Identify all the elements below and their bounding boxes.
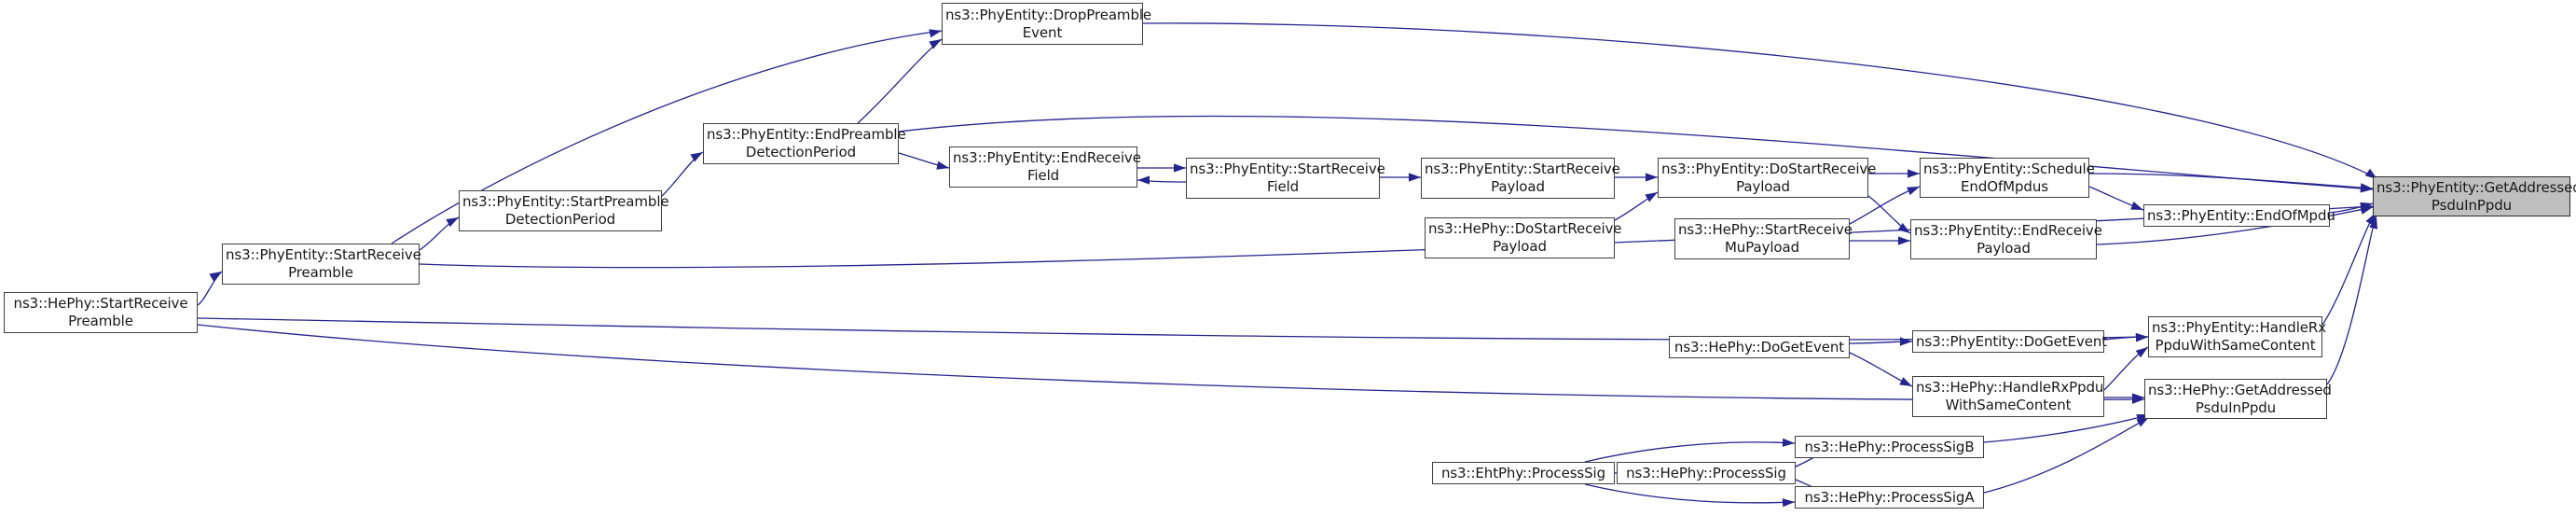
graph-node-label: ns3::PhyEntity::StartReceive Preamble — [226, 246, 421, 281]
graph-node-phyentity-do-start-receive-payload[interactable]: ns3::PhyEntity::DoStartReceive Payload — [1658, 158, 1877, 198]
graph-node-label: ns3::HePhy::ProcessSigA — [1804, 488, 1975, 506]
graph-node-label: ns3::EhtPhy::ProcessSig — [1440, 464, 1606, 481]
graph-node-ehtphy-process-sig[interactable]: ns3::EhtPhy::ProcessSig — [1432, 462, 1615, 484]
graph-node-label: ns3::PhyEntity::StartReceive Payload — [1425, 160, 1620, 195]
edge-arrowhead — [1782, 498, 1795, 508]
edge-arrowhead — [2131, 395, 2144, 404]
edge-arrowhead — [936, 160, 949, 170]
call-edge — [419, 216, 460, 251]
call-edge — [2329, 202, 2374, 214]
graph-node-label: ns3::HePhy::DoGetEvent — [1674, 338, 1845, 356]
graph-node-phyentity-end-receive-field[interactable]: ns3::PhyEntity::EndReceive Field — [949, 146, 1141, 188]
call-edge — [1614, 191, 1659, 221]
call-edge — [1584, 441, 1796, 463]
call-edge — [898, 152, 950, 169]
call-edge — [1142, 22, 2374, 177]
graph-node-label: ns3::HePhy::StartReceive Preamble — [13, 295, 188, 329]
graph-node-label: ns3::HePhy::ProcessSig — [1626, 464, 1786, 481]
graph-node-label: ns3::PhyEntity::EndReceive Payload — [1914, 221, 2102, 257]
graph-node-hephy-do-get-event[interactable]: ns3::HePhy::DoGetEvent — [1669, 336, 1850, 358]
call-edge — [1849, 352, 1913, 387]
edge-arrowhead — [2135, 332, 2148, 342]
graph-node-phyentity-start-receive-payload[interactable]: ns3::PhyEntity::StartReceive Payload — [1421, 158, 1620, 199]
graph-node-phyentity-do-get-event[interactable]: ns3::PhyEntity::DoGetEvent — [1912, 330, 2108, 353]
edge-arrowhead — [2360, 183, 2373, 192]
edge-arrowhead — [1898, 236, 1910, 245]
graph-node-label: ns3::PhyEntity::EndOfMpdu — [2147, 206, 2335, 224]
graph-node-hephy-get-addressed-psdu-in-ppdu[interactable]: ns3::HePhy::GetAddressed PsduInPpdu — [2144, 379, 2332, 419]
graph-node-label: ns3::PhyEntity::GetAddressed PsduInPpdu — [2376, 178, 2576, 214]
graph-node-phyentity-end-receive-payload[interactable]: ns3::PhyEntity::EndReceive Payload — [1910, 219, 2102, 259]
edge-arrowhead — [1782, 438, 1795, 447]
call-edge — [1136, 179, 1187, 183]
call-edge — [197, 317, 2149, 341]
graph-node-label: ns3::HePhy::HandleRxPpdu WithSameContent — [1916, 379, 2104, 413]
edge-arrowhead — [2360, 205, 2373, 215]
call-edge — [857, 38, 943, 124]
graph-node-label: ns3::PhyEntity::DoStartReceive Payload — [1661, 160, 1877, 195]
call-edge — [2103, 346, 2149, 391]
edge-arrowhead — [2360, 202, 2373, 212]
graph-node-phyentity-schedule-end-of-mpdus[interactable]: ns3::PhyEntity::Schedule EndOfMpdus — [1920, 158, 2095, 198]
call-edge — [2088, 186, 2144, 211]
graph-node-phyentity-start-receive-preamble[interactable]: ns3::PhyEntity::StartReceive Preamble — [222, 244, 421, 285]
edge-arrowhead — [2132, 393, 2144, 402]
edge-arrowhead — [1137, 175, 1150, 185]
graph-node-label: ns3::PhyEntity::StartReceive Field — [1190, 160, 1385, 195]
graph-node-label: ns3::PhyEntity::DropPreamble Event — [945, 6, 1152, 41]
call-edge — [1584, 483, 1796, 504]
call-edge — [2321, 216, 2374, 326]
edge-arrowhead — [2369, 216, 2378, 230]
edge-arrowhead — [2360, 184, 2373, 193]
call-edge — [2103, 336, 2149, 341]
edge-arrowhead — [929, 29, 942, 38]
edge-arrowhead — [1646, 173, 1658, 182]
edge-arrowhead — [2135, 333, 2148, 342]
graph-node-phyentity-start-preamble-detection-period[interactable]: ns3::PhyEntity::StartPreamble DetectionP… — [459, 190, 669, 231]
edge-arrowhead — [2360, 202, 2373, 211]
call-edge — [1849, 341, 1913, 344]
graph-node-phyentity-start-receive-field[interactable]: ns3::PhyEntity::StartReceive Field — [1186, 158, 1385, 199]
call-edge — [1983, 419, 2145, 494]
graph-node-label: ns3::PhyEntity::HandleRx PpduWithSameCon… — [2152, 319, 2327, 354]
graph-node-phyentity-handle-rx-ppdu-with-same-content[interactable]: ns3::PhyEntity::HandleRx PpduWithSameCon… — [2148, 316, 2327, 357]
graph-node-hephy-process-sig[interactable]: ns3::HePhy::ProcessSig — [1617, 462, 1796, 484]
graph-node-label: ns3::HePhy::DoStartReceive Payload — [1428, 220, 1622, 255]
graph-node-phyentity-drop-preamble-event[interactable]: ns3::PhyEntity::DropPreamble Event — [942, 3, 1152, 45]
call-edge — [197, 324, 2145, 401]
graph-node-phyentity-end-preamble-detection-period[interactable]: ns3::PhyEntity::EndPreamble DetectionPer… — [703, 123, 906, 164]
graph-node-phyentity-end-of-mpdu[interactable]: ns3::PhyEntity::EndOfMpdu — [2143, 204, 2335, 227]
graph-node-label: ns3::PhyEntity::EndReceive Field — [953, 149, 1141, 184]
call-edge — [661, 151, 704, 197]
call-edge — [1867, 195, 1911, 234]
call-edge — [2088, 173, 2374, 189]
graph-node-label: ns3::PhyEntity::Schedule EndOfMpdus — [1923, 160, 2095, 195]
graph-node-label: ns3::HePhy::StartReceive MuPayload — [1678, 221, 1853, 256]
call-edge — [197, 271, 223, 306]
graph-node-hephy-process-sig-b[interactable]: ns3::HePhy::ProcessSigB — [1795, 436, 1984, 458]
graph-node-hephy-do-start-receive-payload[interactable]: ns3::HePhy::DoStartReceive Payload — [1425, 217, 1622, 258]
graph-node-label: ns3::PhyEntity::EndPreamble DetectionPer… — [707, 126, 906, 160]
graph-node-label: ns3::HePhy::ProcessSigB — [1804, 438, 1975, 455]
edge-arrowhead — [1409, 173, 1421, 182]
call-edge — [1983, 415, 2145, 443]
edge-arrowhead — [1900, 337, 1912, 346]
graph-node-hephy-start-receive-preamble[interactable]: ns3::HePhy::StartReceive Preamble — [4, 292, 198, 333]
edge-arrowhead — [1908, 169, 1920, 178]
graph-node-phyentity-get-addressed-psdu-in-ppdu[interactable]: ns3::PhyEntity::GetAddressed PsduInPpdu — [2373, 176, 2576, 216]
edge-arrowhead — [1174, 163, 1186, 173]
graph-node-label: ns3::PhyEntity::StartPreamble DetectionP… — [462, 193, 669, 228]
call-edge — [2326, 216, 2376, 385]
graph-node-hephy-process-sig-a[interactable]: ns3::HePhy::ProcessSigA — [1795, 486, 1984, 509]
graph-node-label: ns3::HePhy::GetAddressed PsduInPpdu — [2148, 381, 2332, 416]
graph-node-hephy-start-receive-mu-payload[interactable]: ns3::HePhy::StartReceive MuPayload — [1674, 218, 1853, 259]
graph-node-label: ns3::PhyEntity::DoGetEvent — [1916, 332, 2108, 350]
graph-node-hephy-handle-rx-ppdu-with-same-content[interactable]: ns3::HePhy::HandleRxPpdu WithSameContent — [1912, 376, 2104, 417]
